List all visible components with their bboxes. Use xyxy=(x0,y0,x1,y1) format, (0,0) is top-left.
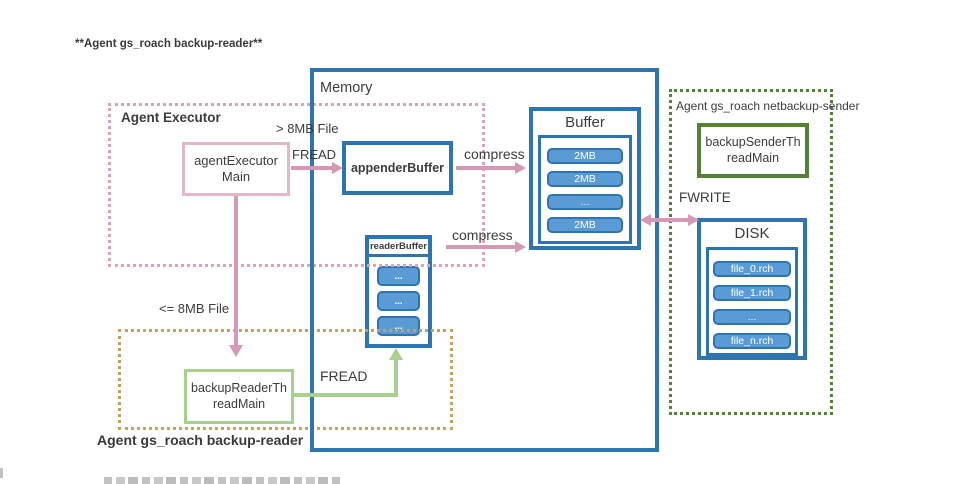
backup-sender-main-node: backupSenderTh readMain xyxy=(697,123,809,178)
fwrite-arrow-left-head-icon xyxy=(640,214,651,226)
disk-title: DISK xyxy=(734,224,770,242)
le-8mb-label: <= 8MB File xyxy=(159,301,230,316)
compress-top-label: compress xyxy=(464,146,525,162)
disk-item: file_1.rch xyxy=(713,285,791,301)
compress-top-arrow-head-icon xyxy=(515,162,526,174)
buffer-item: 2MB xyxy=(547,148,623,164)
clipped-text-fragment xyxy=(104,477,342,484)
reader-buffer-title: readerBuffer xyxy=(369,239,428,257)
fread-bottom-label: FREAD xyxy=(320,368,368,384)
backup-reader-group-label: Agent gs_roach backup-reader xyxy=(97,432,304,448)
buffer-item: ... xyxy=(547,194,623,210)
agent-executor-main-node: agentExecutor Main xyxy=(182,142,290,196)
compress-bottom-arrow-head-icon xyxy=(515,241,526,253)
buffer-title: Buffer xyxy=(565,113,605,131)
le-8mb-arrow-line xyxy=(234,196,238,346)
fwrite-arrow-line xyxy=(650,218,689,222)
backup-reader-group xyxy=(118,329,453,430)
fwrite-arrow-right-head-icon xyxy=(688,214,699,226)
compress-bottom-arrow-line xyxy=(446,245,516,249)
disk-item: ... xyxy=(713,309,791,325)
disk-item: file_0.rch xyxy=(713,261,791,277)
netbackup-sender-group xyxy=(669,89,833,415)
buffer-item: 2MB xyxy=(547,171,623,187)
buffer-item: 2MB xyxy=(547,217,623,233)
fwrite-label: FWRITE xyxy=(679,190,731,205)
compress-top-arrow-line xyxy=(456,166,516,170)
backup-reader-main-node: backupReaderTh readMain xyxy=(184,369,294,424)
memory-label: Memory xyxy=(320,80,373,96)
memory-box xyxy=(310,68,659,452)
fread-bottom-arrow-hline xyxy=(294,393,398,397)
le-8mb-arrow-head-icon xyxy=(229,345,243,357)
disk-item-list: file_0.rch file_1.rch ... file_n.rch xyxy=(706,247,798,356)
disk-item: file_n.rch xyxy=(713,333,791,349)
agent-executor-label: Agent Executor xyxy=(121,110,221,125)
netbackup-sender-label: Agent gs_roach netbackup-sender xyxy=(676,99,860,113)
compress-bottom-label: compress xyxy=(452,227,513,243)
gt-8mb-label: > 8MB File xyxy=(276,121,339,136)
buffer-item-list: 2MB 2MB ... 2MB xyxy=(538,135,632,244)
agent-executor-group xyxy=(108,103,485,267)
disk-box: DISK file_0.rch file_1.rch ... file_n.rc… xyxy=(697,218,807,360)
reader-buffer-item: ... xyxy=(377,266,420,286)
fread-arrow-line xyxy=(291,166,333,170)
clipped-edge-mark xyxy=(0,468,3,478)
appender-buffer-node: appenderBuffer xyxy=(342,141,453,195)
fread-arrow-head-icon xyxy=(332,162,343,174)
reader-buffer-item: ... xyxy=(377,291,420,311)
fread-bottom-arrow-head-icon xyxy=(389,348,403,360)
buffer-box: Buffer 2MB 2MB ... 2MB xyxy=(529,107,641,250)
fread-bottom-arrow-vline xyxy=(394,359,398,397)
fread-top-label: FREAD xyxy=(292,147,337,162)
page-title: **Agent gs_roach backup-reader** xyxy=(75,38,263,50)
